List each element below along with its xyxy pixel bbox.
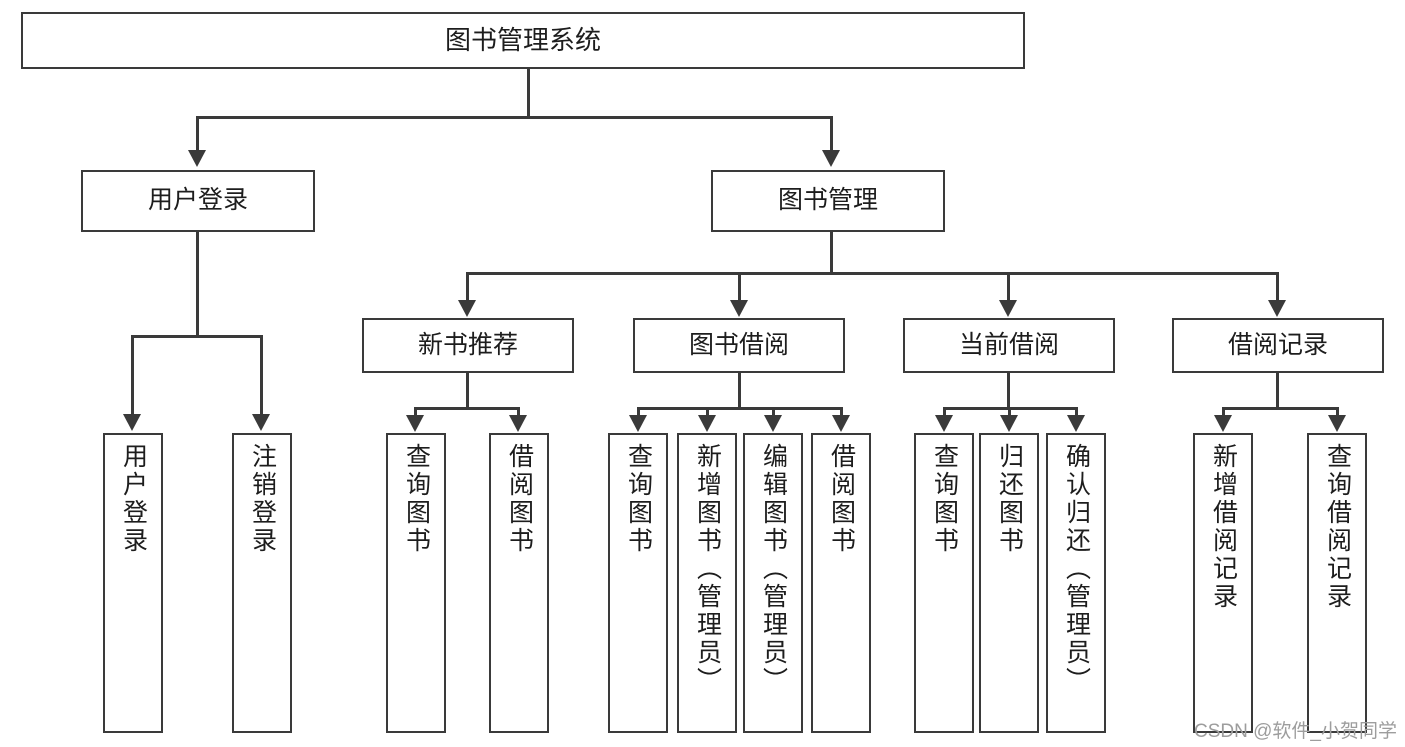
arrowhead-book-borrow-to-leaf-2 xyxy=(698,415,716,432)
edge-current-borrow-stem xyxy=(1007,373,1010,409)
edge-new-book-rec-stem xyxy=(466,373,469,409)
node-leaf-cur-return-book[interactable]: 归还图书 xyxy=(979,433,1039,733)
node-leaf-cur-confirm-return[interactable]: 确认归还（管理员） xyxy=(1046,433,1106,733)
node-leaf-bor-add-book[interactable]: 新增图书（管理员） xyxy=(677,433,737,733)
edge-book-manage-to-current-borrow xyxy=(1007,272,1010,302)
node-borrow-record[interactable]: 借阅记录 xyxy=(1172,318,1384,373)
node-book-borrow[interactable]: 图书借阅 xyxy=(633,318,845,373)
arrowhead-book-manage-to-borrow-record xyxy=(1268,300,1286,317)
node-leaf-bor-edit-book[interactable]: 编辑图书（管理员） xyxy=(743,433,803,733)
node-leaf-user-login-label: 用户登录 xyxy=(119,443,148,555)
node-leaf-bor-query-book-label: 查询图书 xyxy=(624,443,653,555)
edge-book-borrow-bus xyxy=(637,407,843,410)
edge-borrow-record-stem xyxy=(1276,373,1279,409)
arrowhead-current-borrow-to-leaf-1 xyxy=(935,415,953,432)
node-borrow-record-label: 借阅记录 xyxy=(1227,330,1328,359)
arrowhead-current-borrow-to-leaf-3 xyxy=(1067,415,1085,432)
edge-book-borrow-to-leaf-1 xyxy=(637,407,640,417)
node-user-login-label: 用户登录 xyxy=(147,186,248,215)
edge-book-borrow-stem xyxy=(738,373,741,409)
node-leaf-bor-add-book-label: 新增图书（管理员） xyxy=(693,443,722,695)
node-leaf-rec-query-record-label: 查询借阅记录 xyxy=(1323,443,1352,611)
arrowhead-user-login-to-leaf-login xyxy=(123,414,141,431)
edge-current-borrow-to-leaf-1 xyxy=(943,407,946,417)
arrowhead-root-to-user-login xyxy=(188,150,206,167)
node-root-label: 图书管理系统 xyxy=(444,25,601,56)
node-leaf-rec-query-book-label: 查询图书 xyxy=(402,443,431,555)
node-book-manage-label: 图书管理 xyxy=(777,186,878,215)
node-leaf-user-logout-label: 注销登录 xyxy=(248,443,277,555)
edge-new-book-rec-bus xyxy=(414,407,520,410)
edge-current-borrow-to-leaf-3 xyxy=(1075,407,1078,417)
node-leaf-bor-borrow-book-label: 借阅图书 xyxy=(827,443,856,555)
node-current-borrow[interactable]: 当前借阅 xyxy=(903,318,1115,373)
arrowhead-book-manage-to-book-borrow xyxy=(730,300,748,317)
edge-user-login-to-leaf-login xyxy=(131,335,134,416)
arrowhead-book-manage-to-new-book-rec xyxy=(458,300,476,317)
node-leaf-rec-query-record[interactable]: 查询借阅记录 xyxy=(1307,433,1367,733)
node-leaf-rec-add-record[interactable]: 新增借阅记录 xyxy=(1193,433,1253,733)
node-leaf-rec-add-record-label: 新增借阅记录 xyxy=(1209,443,1238,611)
edge-book-manage-to-borrow-record xyxy=(1276,272,1279,302)
arrowhead-book-borrow-to-leaf-4 xyxy=(832,415,850,432)
edge-book-borrow-to-leaf-4 xyxy=(840,407,843,417)
edge-new-book-rec-to-leaf-2 xyxy=(517,407,520,417)
node-book-manage[interactable]: 图书管理 xyxy=(711,170,945,232)
arrowhead-book-borrow-to-leaf-1 xyxy=(629,415,647,432)
node-leaf-bor-query-book[interactable]: 查询图书 xyxy=(608,433,668,733)
node-leaf-rec-borrow-book-label: 借阅图书 xyxy=(505,443,534,555)
edge-level3-bus xyxy=(466,272,1278,275)
edge-borrow-record-bus xyxy=(1222,407,1339,410)
node-root[interactable]: 图书管理系统 xyxy=(21,12,1025,69)
node-current-borrow-label: 当前借阅 xyxy=(958,330,1059,359)
edge-user-login-to-leaf-logout xyxy=(260,335,263,416)
node-leaf-rec-borrow-book[interactable]: 借阅图书 xyxy=(489,433,549,733)
edge-root-to-book-manage xyxy=(830,116,833,153)
node-leaf-cur-query-book[interactable]: 查询图书 xyxy=(914,433,974,733)
edge-root-to-user-login xyxy=(196,116,199,153)
node-leaf-bor-borrow-book[interactable]: 借阅图书 xyxy=(811,433,871,733)
node-leaf-cur-return-book-label: 归还图书 xyxy=(995,443,1024,555)
edge-current-borrow-to-leaf-2 xyxy=(1008,407,1011,417)
arrowhead-current-borrow-to-leaf-2 xyxy=(1000,415,1018,432)
node-book-borrow-label: 图书借阅 xyxy=(688,330,789,359)
node-leaf-user-logout[interactable]: 注销登录 xyxy=(232,433,292,733)
edge-user-login-stem xyxy=(196,232,199,337)
edge-root-stem xyxy=(527,69,530,118)
arrowhead-new-book-rec-to-leaf-1 xyxy=(406,415,424,432)
arrowhead-root-to-book-manage xyxy=(822,150,840,167)
edge-level2-bus xyxy=(196,116,833,119)
arrowhead-book-manage-to-current-borrow xyxy=(999,300,1017,317)
edge-book-borrow-to-leaf-2 xyxy=(706,407,709,417)
node-user-login[interactable]: 用户登录 xyxy=(81,170,315,232)
edge-book-borrow-to-leaf-3 xyxy=(772,407,775,417)
node-new-book-rec-label: 新书推荐 xyxy=(417,330,518,359)
arrowhead-book-borrow-to-leaf-3 xyxy=(764,415,782,432)
arrowhead-borrow-record-to-leaf-1 xyxy=(1214,415,1232,432)
arrowhead-borrow-record-to-leaf-2 xyxy=(1328,415,1346,432)
edge-borrow-record-to-leaf-2 xyxy=(1336,407,1339,417)
edge-book-manage-to-new-book-rec xyxy=(466,272,469,302)
node-leaf-cur-query-book-label: 查询图书 xyxy=(930,443,959,555)
node-leaf-bor-edit-book-label: 编辑图书（管理员） xyxy=(759,443,788,695)
edge-borrow-record-to-leaf-1 xyxy=(1222,407,1225,417)
node-new-book-rec[interactable]: 新书推荐 xyxy=(362,318,574,373)
edge-book-manage-to-book-borrow xyxy=(738,272,741,302)
node-leaf-rec-query-book[interactable]: 查询图书 xyxy=(386,433,446,733)
node-leaf-cur-confirm-return-label: 确认归还（管理员） xyxy=(1062,443,1091,695)
edge-user-login-bus xyxy=(131,335,263,338)
arrowhead-new-book-rec-to-leaf-2 xyxy=(509,415,527,432)
node-leaf-user-login[interactable]: 用户登录 xyxy=(103,433,163,733)
edge-book-manage-stem xyxy=(830,232,833,274)
arrowhead-user-login-to-leaf-logout xyxy=(252,414,270,431)
edge-new-book-rec-to-leaf-1 xyxy=(414,407,417,417)
